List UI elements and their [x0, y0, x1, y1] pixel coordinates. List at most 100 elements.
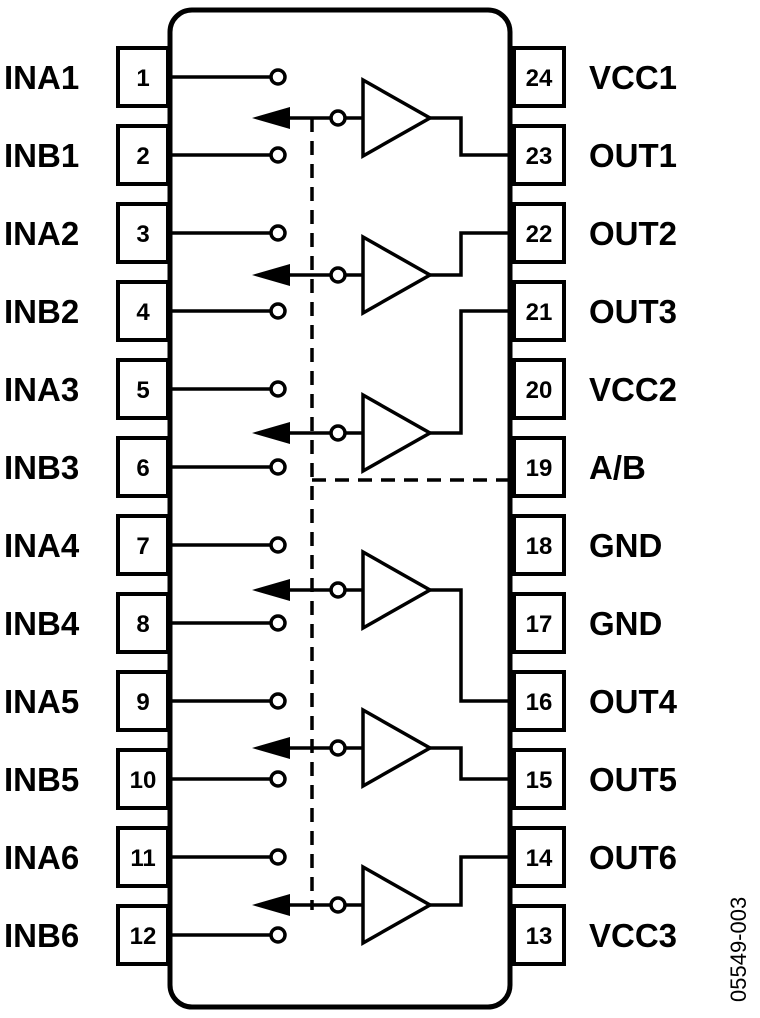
pin-name-label: INA6 [4, 839, 79, 876]
switch-pivot [329, 739, 347, 757]
pin-number: 24 [526, 65, 553, 92]
pin-name-label: INA2 [4, 215, 79, 252]
pin-number: 18 [526, 533, 553, 560]
buffer-output-trace [430, 588, 514, 703]
pin-number: 10 [130, 767, 157, 794]
pin-name-label: INB2 [4, 293, 79, 330]
pin-box [512, 904, 566, 966]
pin-number: 5 [136, 377, 149, 404]
pin-name-label: INB6 [4, 917, 79, 954]
pin-name-label: OUT4 [589, 683, 678, 720]
switch-pivot [329, 109, 347, 127]
pin-name-label: A/B [589, 449, 646, 486]
pin-name-label: INA5 [4, 683, 79, 720]
pin-name-label: GND [589, 605, 662, 642]
pin-number: 6 [136, 455, 149, 482]
pin-name-label: GND [589, 527, 662, 564]
pin-box [116, 358, 170, 420]
switch-contact [269, 458, 287, 476]
pin-number: 8 [136, 611, 149, 638]
pin-name-label: INA3 [4, 371, 79, 408]
switch-contact [269, 380, 287, 398]
pin-number: 7 [136, 533, 149, 560]
pin-box [512, 514, 566, 576]
pin-box [116, 514, 170, 576]
switch-contact [269, 926, 287, 944]
pin-number: 15 [526, 767, 553, 794]
pin-box [116, 202, 170, 264]
pin-box [512, 124, 566, 186]
buffer-channel [252, 855, 514, 947]
switch-contact [269, 848, 287, 866]
buffer-output-trace [430, 855, 514, 907]
arrow-icon [252, 422, 290, 444]
pin-name-label: VCC2 [589, 371, 677, 408]
switch-pivot [329, 424, 347, 442]
pin-box [116, 748, 170, 810]
pin-box [116, 280, 170, 342]
pin-box [116, 670, 170, 732]
pin-number: 9 [136, 689, 149, 716]
buffer-channel [252, 231, 514, 317]
switch-pivot [329, 266, 347, 284]
pin-box [116, 124, 170, 186]
pin-name-label: INB1 [4, 137, 79, 174]
pin-name-label: OUT2 [589, 215, 677, 252]
figure-id: 05549-003 [726, 897, 751, 1002]
switch-pivot [329, 581, 347, 599]
pin-box [116, 436, 170, 498]
buffer-channel [252, 76, 514, 160]
pin-number: 19 [526, 455, 553, 482]
pin-number: 13 [526, 923, 553, 950]
switch-pivot [329, 896, 347, 914]
pin-name-label: OUT3 [589, 293, 677, 330]
switch-contact [269, 224, 287, 242]
arrow-icon [252, 107, 290, 129]
pin-name-label: OUT6 [589, 839, 677, 876]
pin-name-label: INB5 [4, 761, 79, 798]
pin-number: 4 [136, 299, 150, 326]
pin-number: 2 [136, 143, 149, 170]
pin-name-label: INA4 [4, 527, 80, 564]
ic-body [167, 7, 513, 1010]
switch-contact [269, 146, 287, 164]
switch-contact [269, 302, 287, 320]
buffer-output-trace [430, 116, 514, 157]
buffer-amplifier-icon [361, 76, 434, 160]
buffer-amplifier-icon [361, 548, 434, 632]
arrow-icon [252, 894, 290, 916]
pin-box [512, 46, 566, 108]
buffer-output-trace [430, 746, 514, 781]
buffer-amplifier-icon [361, 233, 434, 317]
pin-box [512, 358, 566, 420]
buffer-output-trace [430, 309, 514, 435]
pin-box [512, 826, 566, 888]
pin-name-label: INA1 [4, 59, 79, 96]
pin-number: 1 [136, 65, 149, 92]
arrow-icon [252, 579, 290, 601]
pin-number: 20 [526, 377, 553, 404]
pin-number: 12 [130, 923, 157, 950]
pin-number: 3 [136, 221, 149, 248]
buffer-output-trace [430, 231, 514, 277]
switch-contact [269, 536, 287, 554]
buffer-amplifier-icon [361, 391, 434, 475]
pin-number: 21 [526, 299, 553, 326]
buffer-column [252, 76, 514, 947]
pin-name-label: INB4 [4, 605, 80, 642]
pin-box [512, 592, 566, 654]
pin-number: 16 [526, 689, 553, 716]
arrow-icon [252, 737, 290, 759]
pin-name-label: OUT5 [589, 761, 677, 798]
buffer-amplifier-icon [361, 706, 434, 790]
buffer-channel [252, 548, 514, 703]
pin-name-label: INB3 [4, 449, 79, 486]
pin-name-label: VCC1 [589, 59, 677, 96]
switch-contact [269, 68, 287, 86]
switch-contact [269, 770, 287, 788]
pin-box [512, 436, 566, 498]
pin-number: 14 [526, 845, 553, 872]
